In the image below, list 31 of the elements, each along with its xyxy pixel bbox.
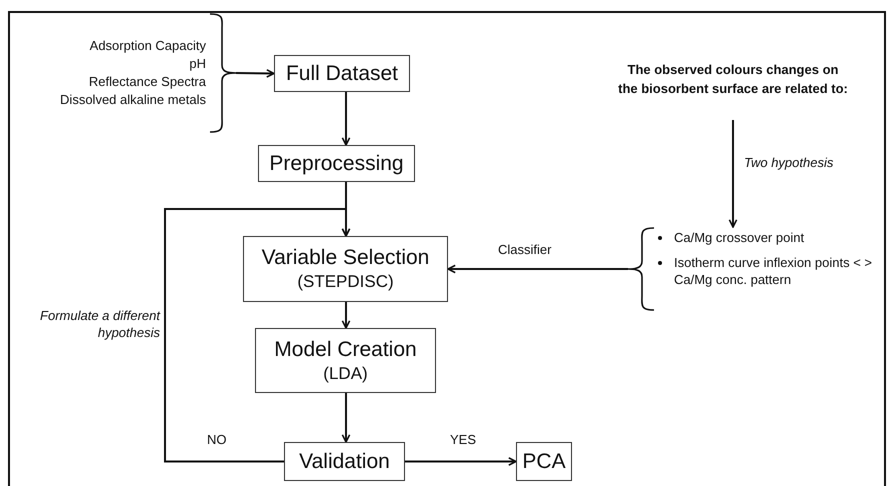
box-title: Model Creation	[274, 336, 417, 362]
loop-note: Formulate a different hypothesis	[39, 307, 160, 341]
process-box	[258, 145, 415, 182]
arrow	[405, 457, 517, 466]
arrow	[728, 120, 738, 228]
process-box	[255, 328, 436, 393]
process-box	[284, 442, 405, 481]
box-title: Variable Selection	[262, 245, 430, 271]
arrow	[236, 69, 275, 78]
box-title: Full Dataset	[286, 60, 398, 86]
box-title: PCA	[522, 448, 566, 474]
process-box	[274, 55, 410, 92]
arrow	[342, 393, 350, 443]
input-variable: Reflectance Spectra	[88, 73, 206, 91]
input-variable: pH	[189, 55, 206, 73]
arrow	[164, 208, 350, 462]
statement-text: The observed colours changes on the biosorbent surface are related to:	[618, 60, 848, 120]
process-box	[516, 442, 572, 481]
input-variable: Dissolved alkaline metals	[60, 91, 206, 109]
box-subtitle: (LDA)	[323, 362, 368, 384]
box-title: Validation	[299, 448, 390, 474]
arrow	[447, 264, 628, 274]
hypothesis-item: Ca/Mg crossover point	[674, 229, 804, 246]
input-variable: Adsorption Capacity	[90, 37, 206, 55]
box-title: Preprocessing	[269, 150, 404, 176]
box-subtitle: (STEPDISC)	[297, 271, 394, 293]
hypothesis-item: Isotherm curve inflexion points < > Ca/Mg conc. pattern	[674, 254, 873, 288]
process-box	[243, 236, 448, 302]
arrow	[342, 302, 350, 329]
edge-label: Two hypothesis	[742, 155, 836, 171]
arrow	[342, 92, 350, 146]
